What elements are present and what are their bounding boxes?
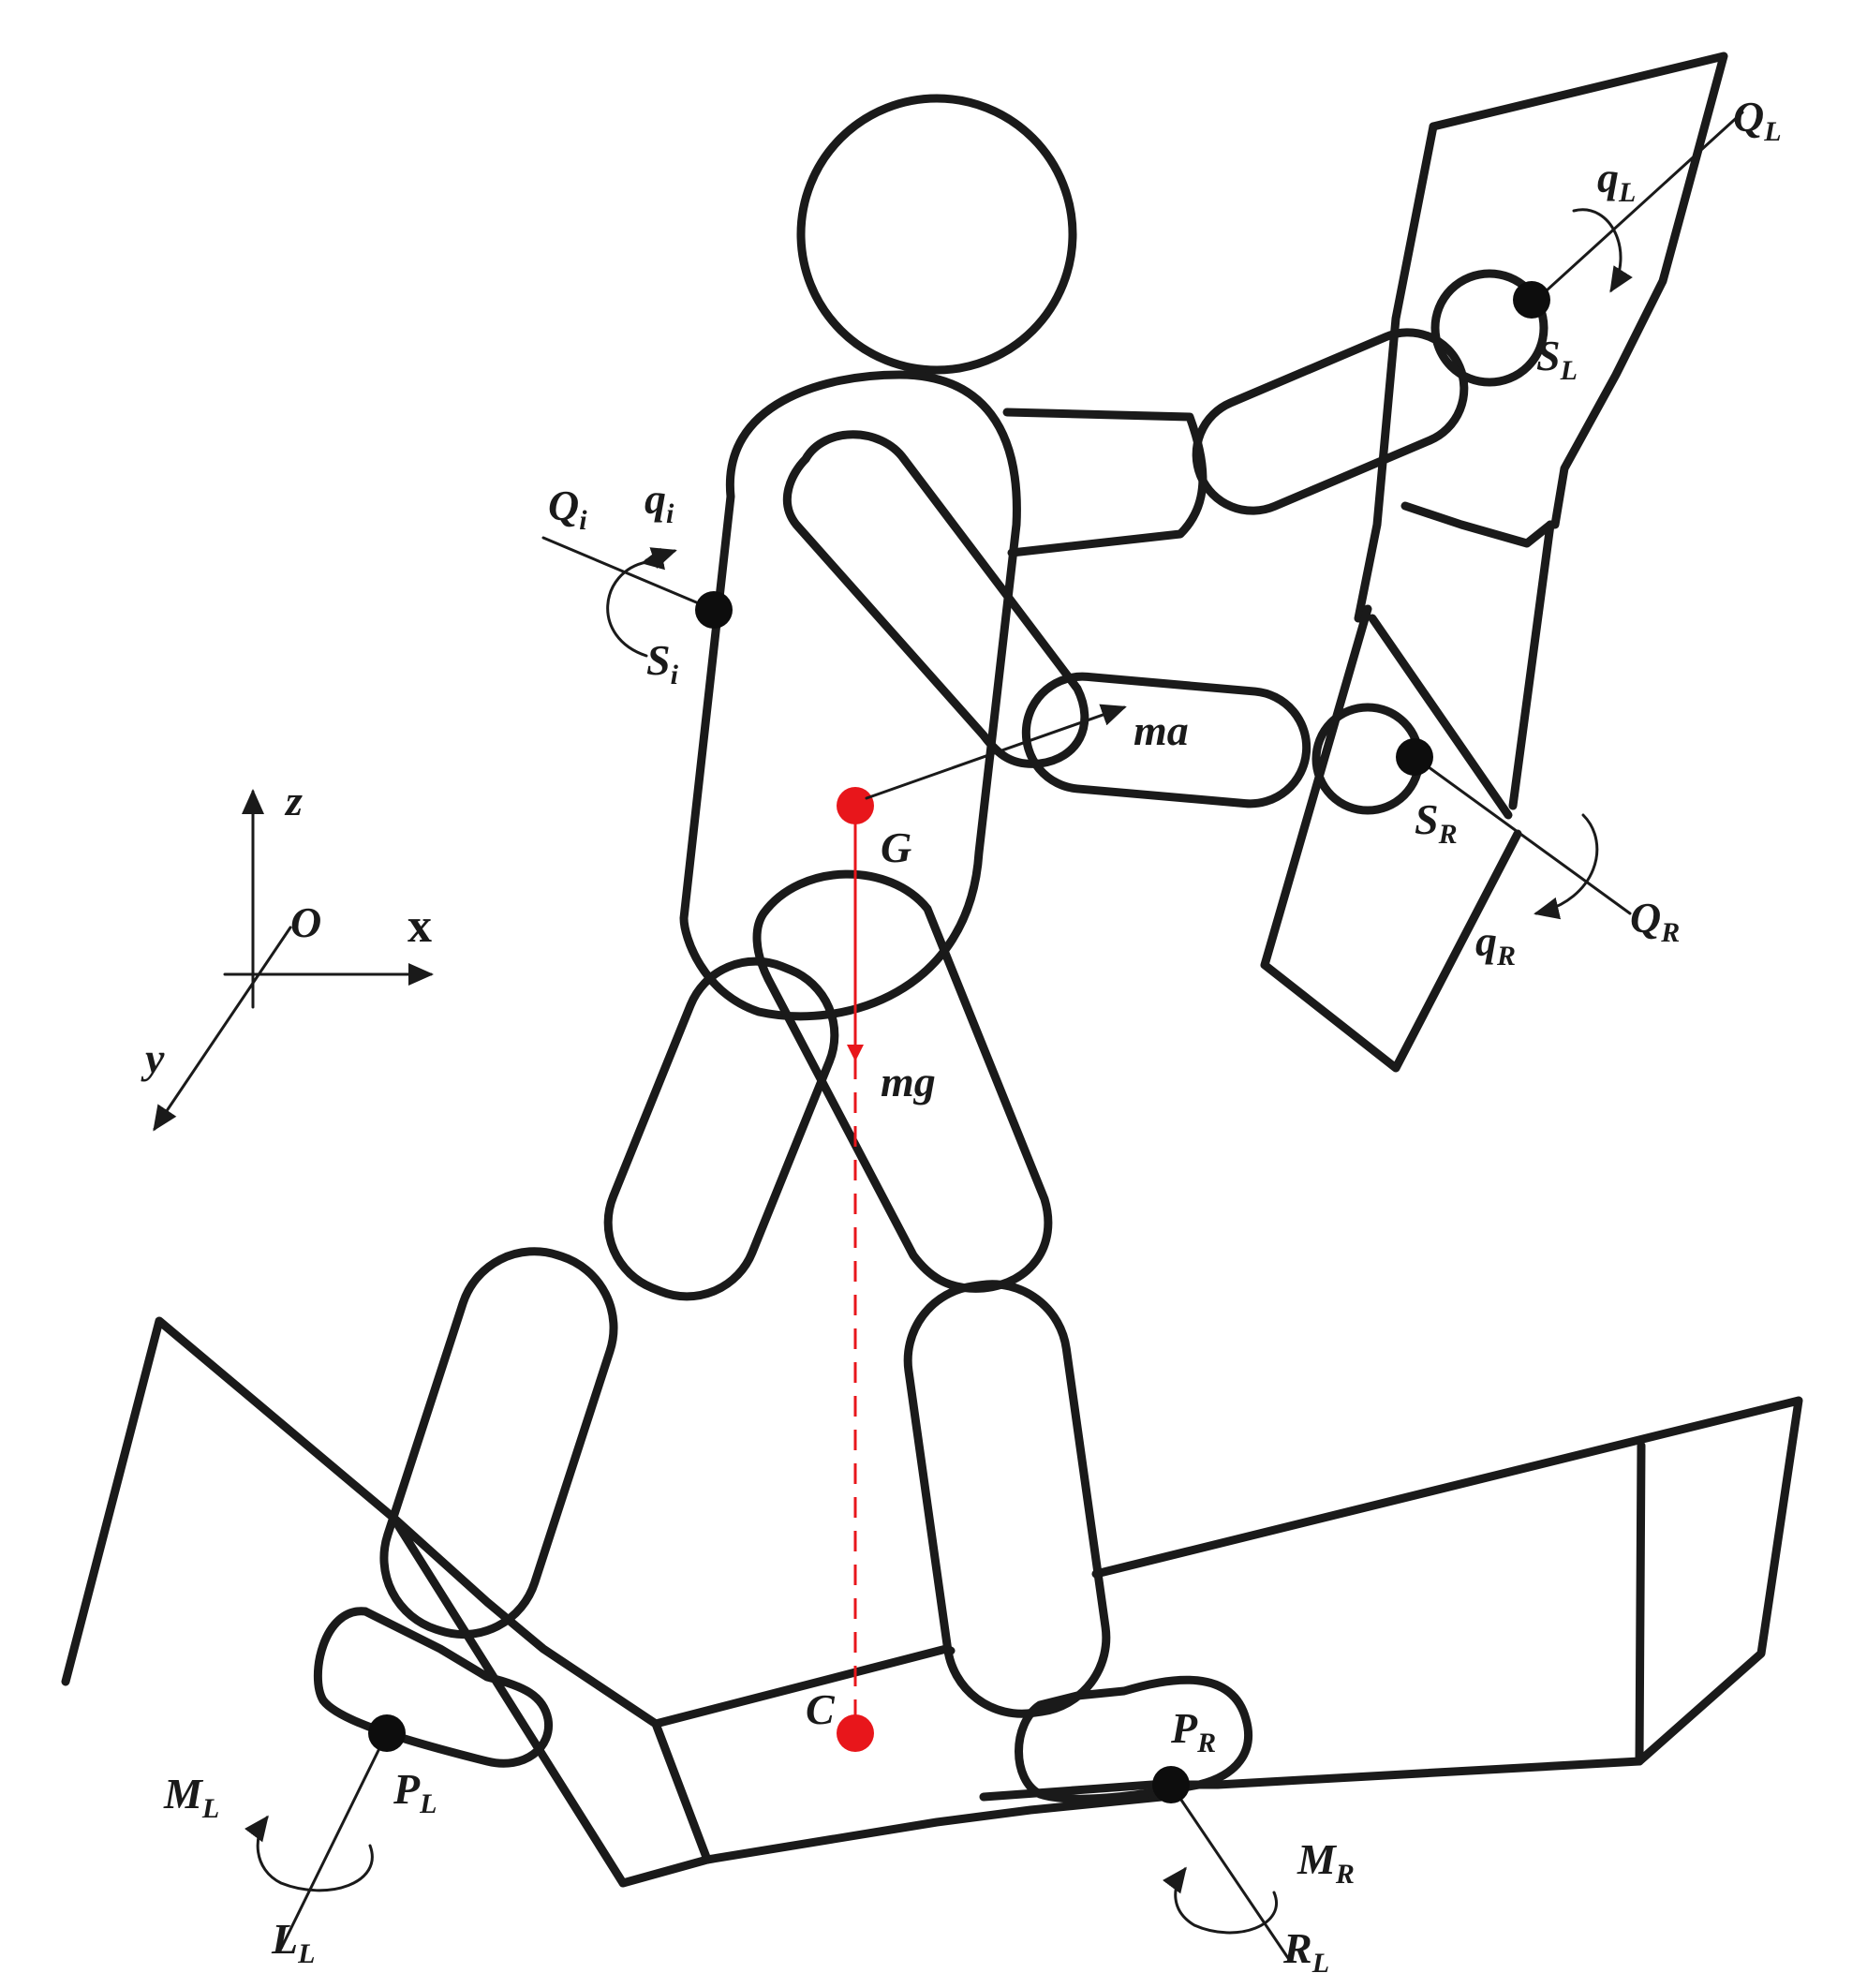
console-panel-upper: [1429, 52, 1728, 529]
M-R-rotation-arrow: [1163, 1866, 1278, 1935]
hand-left: [1430, 269, 1548, 387]
treadmill-deck: [61, 1316, 712, 1888]
upper-arm-far: [1002, 408, 1208, 557]
z-axis-label: z: [284, 777, 303, 824]
console-panel-lower: [1260, 604, 1522, 1073]
acceleration-vector: [865, 704, 1127, 800]
label-P-R: PR: [1170, 1704, 1216, 1758]
treadmill-belt-top: [979, 1396, 1803, 1802]
label-M-R: MR: [1297, 1835, 1355, 1890]
treadmill-side-panel: [651, 1644, 956, 1728]
joint-P-R: [1152, 1766, 1190, 1803]
shin-far: [379, 1247, 618, 1639]
head: [796, 94, 1077, 375]
R-L-axis: [1169, 1783, 1290, 1960]
center-of-mass: [837, 704, 1127, 1752]
label-M-L: ML: [163, 1770, 219, 1824]
com-projection-point-C: [837, 1714, 874, 1752]
thigh-near: [752, 869, 1053, 1293]
Q-L-axis: [1534, 111, 1744, 302]
coordinate-frame: z O x y: [141, 777, 434, 1132]
Q-i-axis: [541, 536, 714, 611]
thigh-far: [603, 957, 839, 1301]
treadmill-rear-post: [1635, 1441, 1646, 1766]
human-figure: [313, 94, 1548, 1803]
treadmill-console: [1260, 52, 1728, 1073]
console-panel-right-edge: [1508, 520, 1555, 810]
foot-right: [1015, 1675, 1253, 1803]
label-S-L: SL: [1536, 332, 1578, 386]
torso: [679, 370, 1021, 1021]
origin-label: O: [290, 898, 321, 946]
label-L-L: LL: [271, 1915, 315, 1969]
joint-S-R: [1396, 738, 1433, 776]
x-axis-label: x: [407, 899, 432, 953]
joint-P-L: [368, 1714, 406, 1752]
forearm-near: [1021, 672, 1311, 809]
label-S-R: SR: [1415, 795, 1458, 850]
treadmill: [61, 1316, 1803, 1888]
q-i-arrowhead: [645, 547, 677, 569]
label-q-i: qi: [645, 475, 674, 529]
q-L-rotation-arrow: [1572, 208, 1633, 293]
label-C: C: [806, 1685, 836, 1733]
labels: Qi qi Si QL qL SL ma SR QR qR G mg C PL …: [163, 93, 1782, 1979]
com-point-G: [837, 787, 874, 824]
console-divider: [1400, 501, 1555, 548]
L-L-axis: [279, 1731, 389, 1951]
Q-R-axis: [1413, 755, 1632, 915]
console-panel-left-edge: [1354, 122, 1438, 623]
label-q-R: qR: [1475, 917, 1516, 972]
q-R-rotation-arrow: [1534, 813, 1599, 920]
label-P-L: PL: [393, 1765, 437, 1819]
label-G: G: [881, 823, 911, 871]
foot-left: [313, 1607, 554, 1768]
M-L-rotation-arrow: [244, 1815, 374, 1892]
console-panel-lower-edge: [1368, 614, 1513, 820]
forearm-far: [1192, 328, 1469, 515]
q-i-rotation-arrow: [606, 547, 666, 658]
label-ma: ma: [1134, 706, 1189, 754]
label-Q-i: Qi: [548, 482, 587, 536]
joint-S-L: [1513, 281, 1550, 319]
treadmill-belt-bottom: [703, 1791, 1176, 1864]
label-Q-R: QR: [1630, 894, 1680, 948]
y-axis: [153, 926, 292, 1132]
label-S-i: Si: [646, 636, 679, 690]
label-R-L: RL: [1282, 1924, 1329, 1979]
upper-arm-near: [783, 430, 1089, 768]
y-axis-label: y: [141, 1034, 165, 1082]
joints: [244, 111, 1744, 1960]
label-mg: mg: [881, 1058, 936, 1105]
joint-S-i: [695, 591, 733, 629]
label-Q-L: QL: [1733, 93, 1782, 147]
label-q-L: qL: [1597, 154, 1636, 208]
